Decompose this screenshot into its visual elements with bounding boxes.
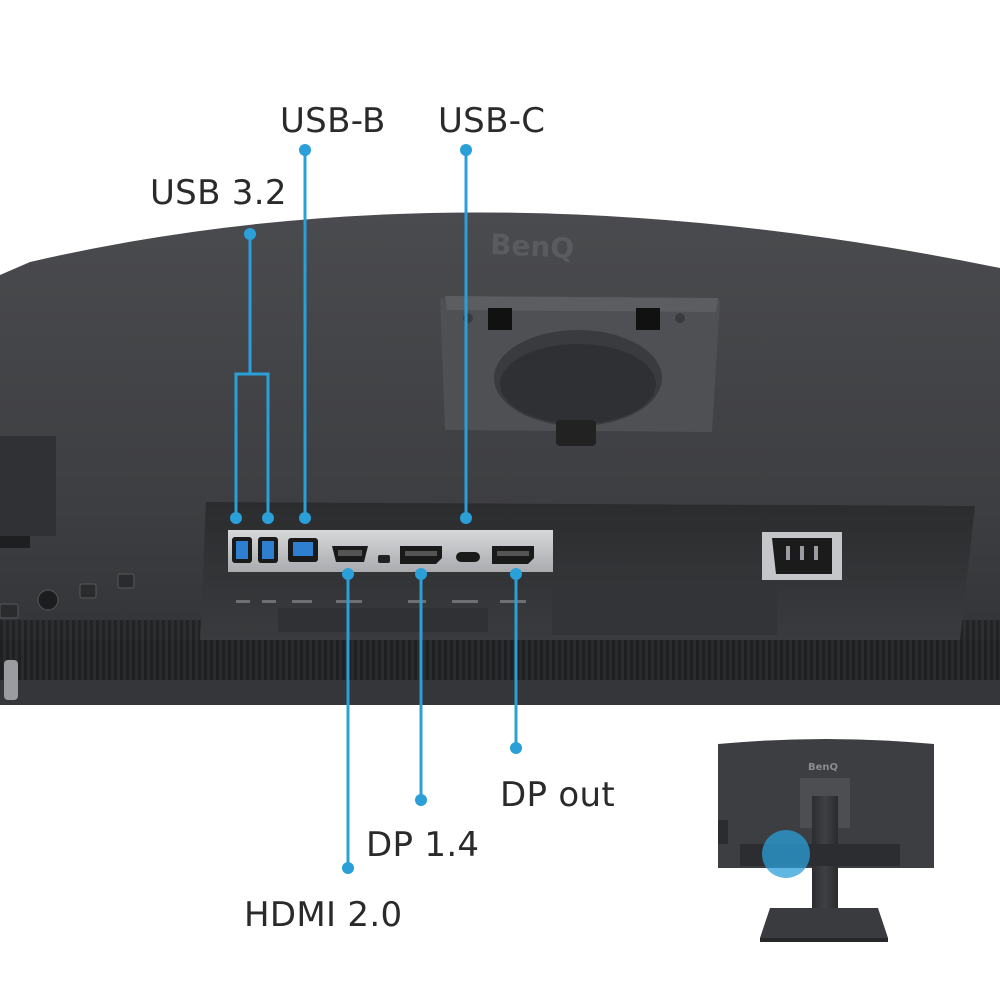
port-hdmi bbox=[332, 546, 368, 562]
inset-highlight bbox=[762, 830, 810, 878]
port-usb32-a bbox=[232, 537, 252, 563]
label-usb-c: USB-C bbox=[438, 101, 546, 141]
port-dp14 bbox=[400, 546, 442, 564]
svg-text:BenQ: BenQ bbox=[808, 762, 838, 773]
power-socket bbox=[762, 532, 842, 580]
label-usb-b: USB-B bbox=[280, 101, 386, 141]
label-dp14: DP 1.4 bbox=[366, 825, 480, 865]
label-usb32: USB 3.2 bbox=[150, 173, 287, 213]
port-dp-out bbox=[492, 546, 534, 564]
label-hdmi: HDMI 2.0 bbox=[244, 895, 403, 935]
callout-dots bbox=[230, 144, 522, 874]
port-usb32-b bbox=[258, 537, 278, 563]
inset-monitor-thumbnail: BenQ bbox=[718, 739, 934, 942]
brand-logo: BenQ bbox=[489, 228, 575, 265]
callout-lines bbox=[234, 150, 518, 868]
port-usb-c bbox=[456, 552, 480, 562]
label-dp-out: DP out bbox=[500, 775, 615, 815]
port-usb-b bbox=[288, 538, 318, 562]
control-buttons bbox=[0, 573, 135, 619]
